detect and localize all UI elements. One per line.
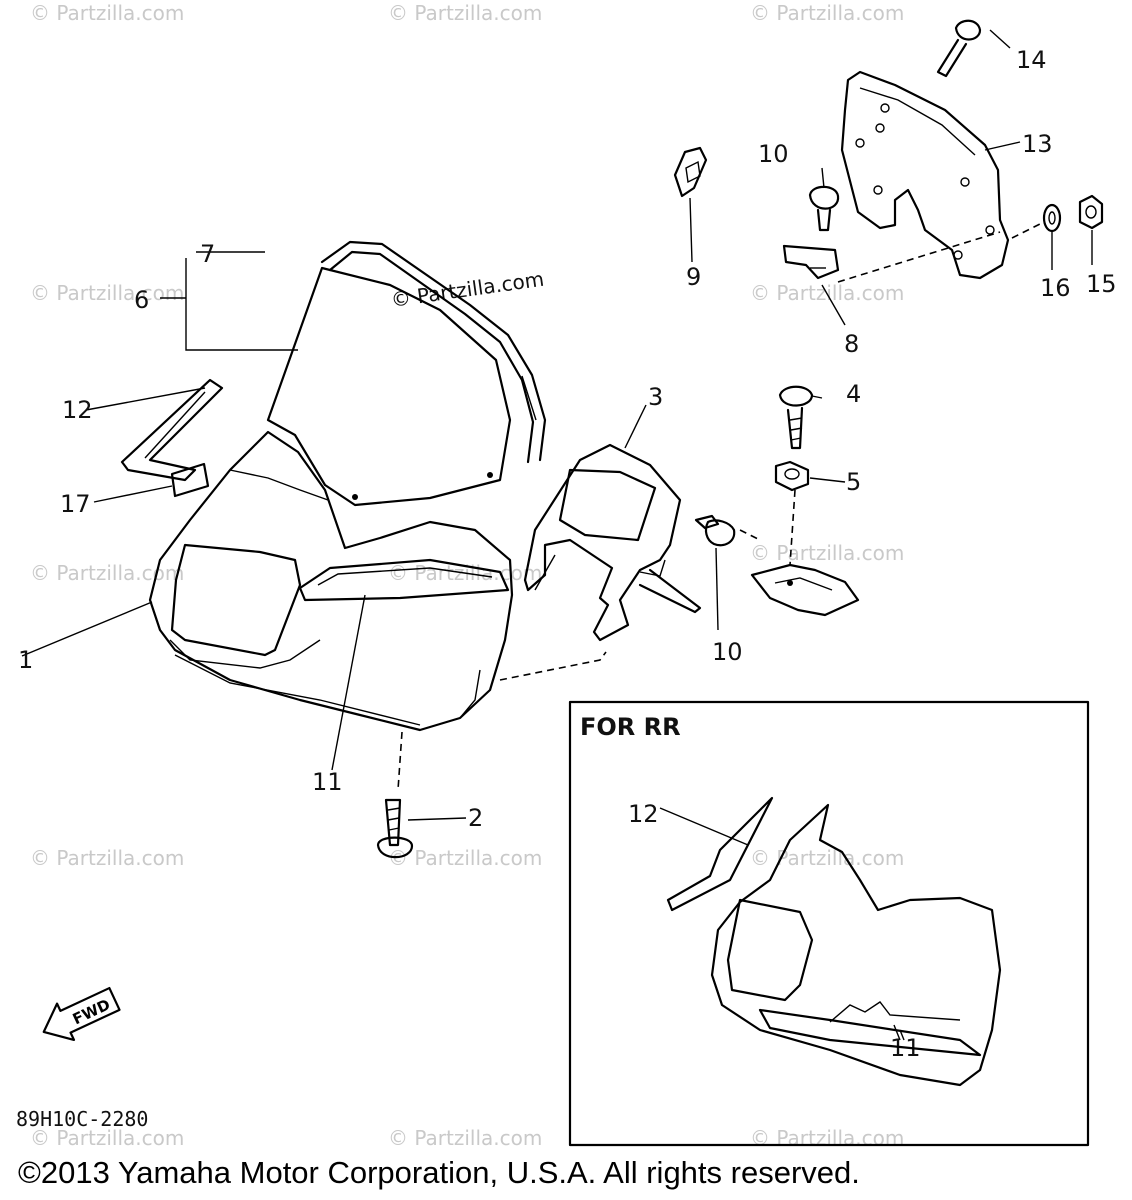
watermark: © Partzilla.com <box>388 1126 542 1150</box>
part-10-screw-lower <box>694 514 736 547</box>
watermarks: © Partzilla.com © Partzilla.com © Partzi… <box>30 1 904 1150</box>
watermark: © Partzilla.com <box>30 281 184 305</box>
inset-fairing <box>710 803 1002 1087</box>
part-label-1: 1 <box>18 646 33 674</box>
watermark: © Partzilla.com <box>30 1 184 25</box>
part-label-15: 15 <box>1086 270 1117 298</box>
part-label-2: 2 <box>468 804 483 832</box>
part-label-17: 17 <box>60 490 91 518</box>
inset-part-11-decal <box>758 1008 982 1057</box>
part-17-emblem <box>170 462 210 498</box>
part-label-3: 3 <box>648 383 663 411</box>
part-label-6: 6 <box>134 286 149 314</box>
part-13-mount-bracket <box>840 70 1010 280</box>
part-8-clamp <box>782 244 840 280</box>
part-6-windshield <box>266 266 512 507</box>
part-1-fairing-cowl <box>148 430 514 732</box>
inset-for-rr: FOR RR <box>568 700 1090 1147</box>
watermark: © Partzilla.com <box>388 846 542 870</box>
part-label-13: 13 <box>1022 130 1053 158</box>
watermark: © Partzilla.com <box>750 1 904 25</box>
watermark-center: © Partzilla.com <box>389 267 545 312</box>
part-label-5: 5 <box>846 468 861 496</box>
diagram-code: 89H10C-2280 <box>16 1107 148 1131</box>
part-5-nut <box>774 460 810 492</box>
part-9-clip <box>673 146 708 198</box>
copyright-notice: ©2013 Yamaha Motor Corporation, U.S.A. A… <box>18 1155 860 1190</box>
watermark: © Partzilla.com <box>30 561 184 585</box>
part-bracket-plate <box>750 563 860 617</box>
part-label-12-inset: 12 <box>628 800 659 828</box>
watermark: © Partzilla.com <box>30 846 184 870</box>
watermark: © Partzilla.com <box>30 1126 184 1150</box>
part-4-bolt <box>778 385 814 450</box>
part-label-16: 16 <box>1040 274 1071 302</box>
watermark: © Partzilla.com <box>750 541 904 565</box>
part-label-9: 9 <box>686 263 701 291</box>
fwd-arrow: FWD <box>42 986 121 1041</box>
part-7-trim-strip <box>320 240 547 464</box>
watermark: © Partzilla.com <box>750 1126 904 1150</box>
part-label-7: 7 <box>200 240 215 268</box>
part-label-10-lower: 10 <box>712 638 743 666</box>
part-16-grommet <box>1042 203 1062 233</box>
part-15-nut <box>1078 194 1104 230</box>
inset-title: FOR RR <box>580 713 681 741</box>
part-label-4: 4 <box>846 380 861 408</box>
part-12-side-stripe <box>120 378 224 482</box>
watermark: © Partzilla.com <box>750 846 904 870</box>
part-10-screw-upper <box>808 185 840 232</box>
leader-lines <box>21 29 1093 821</box>
watermark: © Partzilla.com <box>388 1 542 25</box>
part-label-11-main: 11 <box>312 768 343 796</box>
part-3-stay-bracket <box>523 443 702 642</box>
inset-part-12-stripe <box>666 796 774 912</box>
part-label-14: 14 <box>1016 46 1047 74</box>
part-label-10-upper: 10 <box>758 140 789 168</box>
part-labels: 1 2 3 4 5 6 7 8 9 10 10 11 11 12 12 13 1… <box>18 46 1117 1062</box>
part-label-12-main: 12 <box>62 396 93 424</box>
part-14-bolt <box>936 19 982 78</box>
part-label-8: 8 <box>844 330 859 358</box>
part-2-bolt <box>376 798 414 859</box>
part-11-decal-stripe <box>298 558 510 602</box>
